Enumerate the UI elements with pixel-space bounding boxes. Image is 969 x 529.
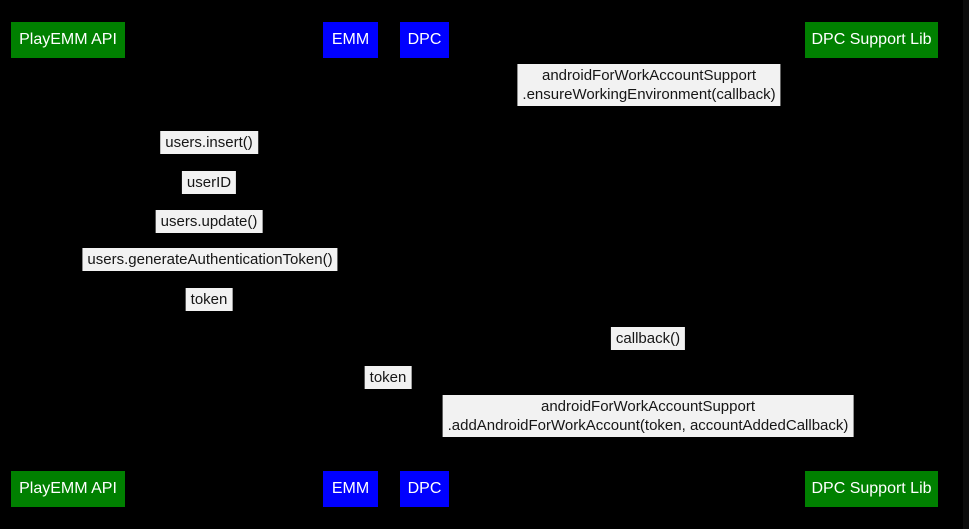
actor-dpc-support-lib-top: DPC Support Lib bbox=[805, 22, 938, 58]
message-token-2: token bbox=[364, 366, 412, 389]
message-line: androidForWorkAccountSupport bbox=[541, 398, 755, 415]
message-line: .ensureWorkingEnvironment(callback) bbox=[522, 86, 776, 103]
message-line: androidForWorkAccountSupport bbox=[541, 67, 756, 84]
actor-dpc-top: DPC bbox=[400, 22, 449, 58]
actor-playemm-api-bottom: PlayEMM API bbox=[11, 471, 125, 507]
message-callback: callback() bbox=[610, 327, 686, 350]
message-generate-authentication-token: users.generateAuthenticationToken() bbox=[82, 248, 338, 271]
message-token-1: token bbox=[185, 288, 233, 311]
message-users-insert: users.insert() bbox=[160, 131, 258, 154]
actor-emm-top: EMM bbox=[323, 22, 378, 58]
actor-emm-bottom: EMM bbox=[323, 471, 378, 507]
scrollbar-track[interactable] bbox=[963, 0, 969, 529]
message-add-android-for-work-account: androidForWorkAccountSupport .addAndroid… bbox=[442, 395, 854, 437]
message-line: .addAndroidForWorkAccount(token, account… bbox=[447, 417, 849, 434]
message-ensure-working-environment: androidForWorkAccountSupport .ensureWork… bbox=[517, 64, 781, 106]
actor-dpc-bottom: DPC bbox=[400, 471, 449, 507]
message-users-update: users.update() bbox=[155, 210, 263, 233]
actor-playemm-api-top: PlayEMM API bbox=[11, 22, 125, 58]
message-userid: userID bbox=[181, 171, 237, 194]
actor-dpc-support-lib-bottom: DPC Support Lib bbox=[805, 471, 938, 507]
